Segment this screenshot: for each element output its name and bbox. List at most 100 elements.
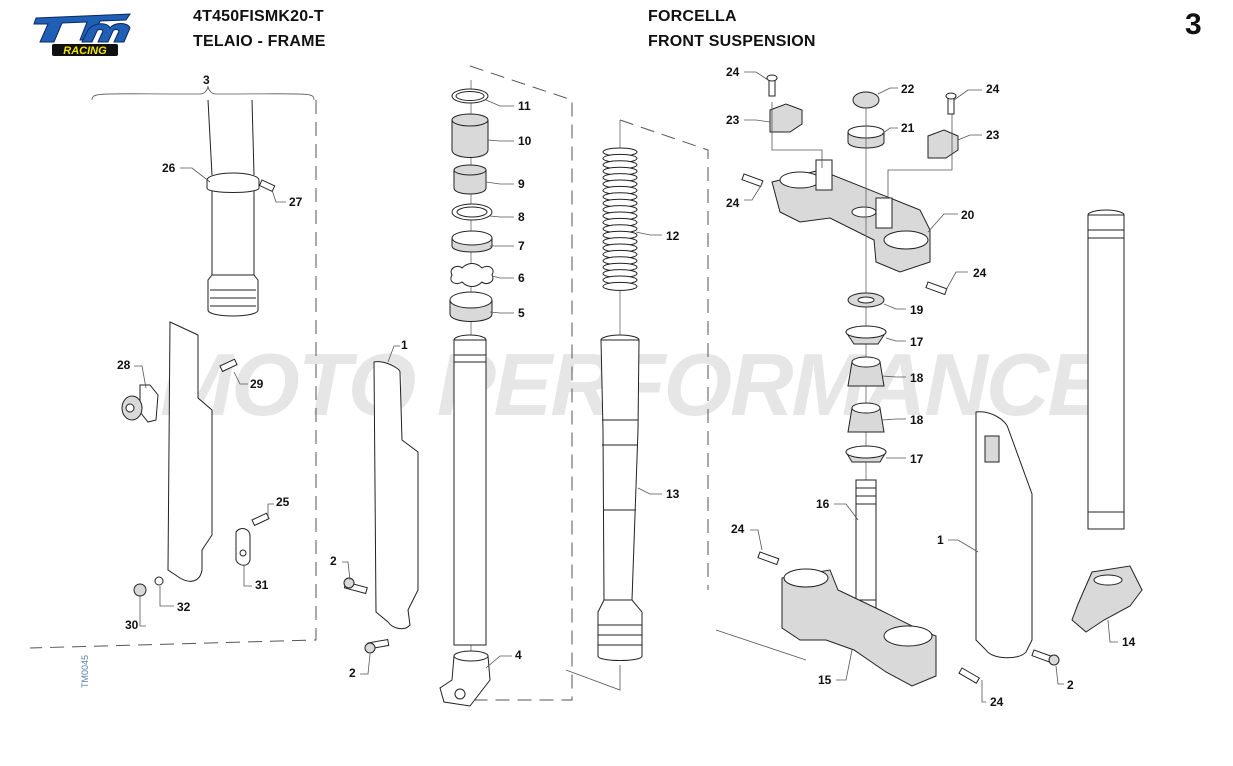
part-bearing-18-upper[interactable] [847, 356, 885, 387]
callout-18[interactable]: 18 [910, 371, 924, 385]
callout-21[interactable]: 21 [901, 121, 915, 135]
part-sensor-28[interactable] [121, 384, 159, 423]
part-fork-tube-upper[interactable] [207, 99, 259, 317]
callout-6[interactable]: 6 [518, 271, 525, 285]
part-dust-seal-5[interactable] [449, 291, 493, 322]
callout-26[interactable]: 26 [162, 161, 176, 175]
callout-4[interactable]: 4 [515, 648, 522, 662]
part-axle-foot-14[interactable] [1071, 565, 1143, 633]
callout-9[interactable]: 9 [518, 177, 525, 191]
group-title-en: FRONT SUSPENSION [648, 33, 816, 50]
part-bolt-24-mid-right[interactable] [925, 281, 948, 296]
part-axle-foot-4[interactable] [439, 650, 491, 707]
callout-2[interactable]: 2 [1067, 678, 1074, 692]
part-bolt-24-lower-right[interactable] [958, 667, 981, 684]
callout-7[interactable]: 7 [518, 239, 525, 253]
part-nut-30[interactable] [133, 583, 147, 597]
part-seal-7[interactable] [451, 230, 493, 253]
group-title-it: FORCELLA [648, 8, 737, 25]
leader-line [945, 271, 968, 291]
part-seal-19[interactable] [847, 292, 885, 308]
callout-30[interactable]: 30 [125, 618, 139, 632]
callout-23[interactable]: 23 [986, 128, 1000, 142]
callout-24[interactable]: 24 [731, 522, 745, 536]
callout-8[interactable]: 8 [518, 210, 525, 224]
part-plate-31[interactable] [235, 528, 251, 566]
part-bearing-18-lower[interactable] [847, 402, 885, 433]
part-spring-12[interactable] [602, 147, 638, 291]
callout-17[interactable]: 17 [910, 452, 924, 466]
callout-11[interactable]: 11 [518, 99, 531, 113]
callout-5[interactable]: 5 [518, 306, 525, 320]
callout-1[interactable]: 1 [401, 338, 408, 352]
part-lower-triple-clamp-15[interactable] [781, 568, 937, 687]
callout-18[interactable]: 18 [910, 413, 924, 427]
part-spring-clip-6[interactable] [450, 263, 494, 287]
callout-16[interactable]: 16 [816, 497, 830, 511]
part-handlebar-clamp-23-right[interactable] [927, 129, 959, 159]
part-bolt-24-mid-left[interactable] [741, 173, 764, 188]
callout-12[interactable]: 12 [666, 229, 680, 243]
callout-29[interactable]: 29 [250, 377, 264, 391]
part-inner-tube[interactable] [453, 334, 487, 646]
callout-27[interactable]: 27 [289, 195, 303, 209]
callout-24[interactable]: 24 [726, 65, 740, 79]
leader-line [267, 503, 274, 518]
callout-3[interactable]: 3 [203, 73, 210, 87]
part-screw-25[interactable] [251, 512, 270, 527]
part-fork-guard-left[interactable] [167, 321, 213, 582]
lower-clamp-axis [715, 629, 807, 661]
callout-2[interactable]: 2 [330, 554, 337, 568]
callout-15[interactable]: 15 [818, 673, 832, 687]
part-cap-22[interactable] [852, 91, 880, 109]
part-washer-8[interactable] [451, 203, 493, 221]
part-fork-guard-1[interactable] [373, 361, 419, 630]
part-bolt-2-upper[interactable] [343, 577, 368, 595]
part-fork-guard-right-1[interactable] [975, 411, 1033, 659]
callout-23[interactable]: 23 [726, 113, 740, 127]
leader-line [953, 89, 982, 101]
part-race-17-upper[interactable] [845, 325, 887, 345]
part-screw-27[interactable] [258, 179, 276, 193]
callout-13[interactable]: 13 [666, 487, 680, 501]
part-steering-stem-16[interactable] [855, 479, 877, 611]
callout-1[interactable]: 1 [937, 533, 944, 547]
callout-25[interactable]: 25 [276, 495, 290, 509]
part-screw-29[interactable] [219, 358, 238, 373]
part-bolt-24-top-right[interactable] [945, 92, 957, 115]
part-bolt-2-lower[interactable] [364, 638, 390, 654]
callout-32[interactable]: 32 [177, 600, 191, 614]
part-outer-tube-13[interactable] [597, 334, 643, 661]
callout-22[interactable]: 22 [901, 82, 915, 96]
part-bushing-9[interactable] [453, 164, 487, 195]
callout-20[interactable]: 20 [961, 208, 975, 222]
part-upper-triple-clamp-20[interactable] [771, 159, 931, 273]
callout-17[interactable]: 17 [910, 335, 924, 349]
callout-28[interactable]: 28 [117, 358, 131, 372]
callout-10[interactable]: 10 [518, 134, 532, 148]
leader-line [637, 487, 662, 495]
callout-24[interactable]: 24 [990, 695, 1004, 709]
part-race-17-lower[interactable] [845, 445, 887, 463]
leader-line [744, 119, 771, 123]
callout-24[interactable]: 24 [726, 196, 740, 210]
part-fork-tube-right[interactable] [1087, 209, 1125, 530]
part-handlebar-clamp-23-left[interactable] [769, 103, 803, 133]
callout-24[interactable]: 24 [986, 82, 1000, 96]
callout-19[interactable]: 19 [910, 303, 924, 317]
callout-14[interactable]: 14 [1122, 635, 1136, 649]
callout-24[interactable]: 24 [973, 266, 987, 280]
part-clamp-26[interactable] [206, 172, 260, 193]
model-code: 4T450FISMK20-T [193, 8, 324, 25]
part-bushing-10[interactable] [451, 113, 489, 158]
callout-2[interactable]: 2 [349, 666, 356, 680]
callout-31[interactable]: 31 [255, 578, 269, 592]
leader-line [881, 375, 906, 378]
part-bolt-2-right[interactable] [1031, 649, 1060, 666]
leader-line [750, 529, 763, 551]
leader-line [635, 231, 662, 236]
part-circlip-11[interactable] [451, 88, 489, 104]
part-bolt-24-top-left[interactable] [766, 74, 778, 97]
part-bolt-24-lower-left[interactable] [757, 551, 780, 566]
part-washer-32[interactable] [154, 576, 164, 586]
